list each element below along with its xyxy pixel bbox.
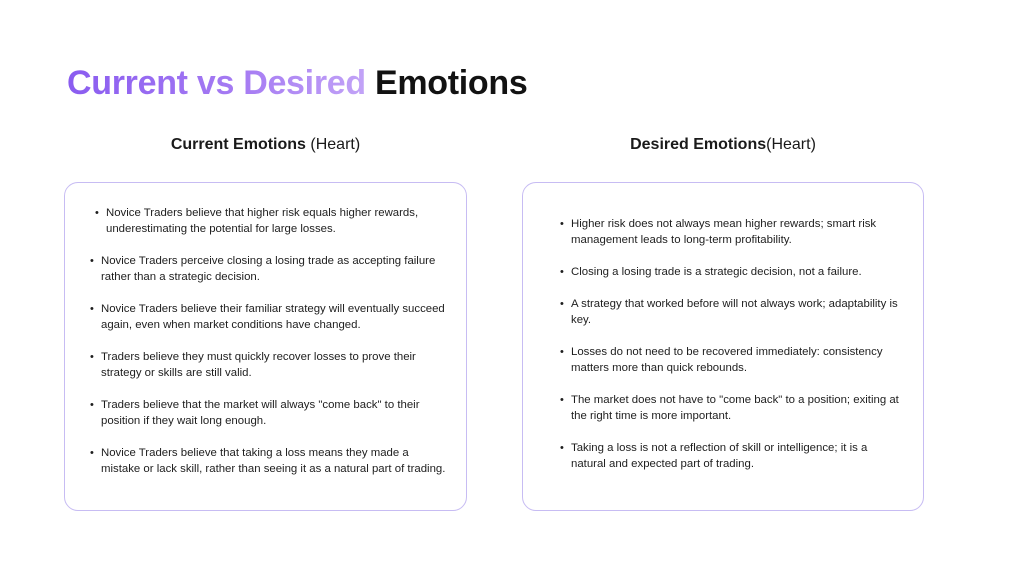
list-item: Novice Traders believe that taking a los… xyxy=(90,445,446,477)
page-title: Current vs Desired Emotions xyxy=(67,64,528,103)
list-item: A strategy that worked before will not a… xyxy=(560,296,901,328)
list-item: Taking a loss is not a reflection of ski… xyxy=(560,440,901,472)
current-emotions-list: Novice Traders believe that higher risk … xyxy=(90,205,446,493)
desired-heading-suffix: (Heart) xyxy=(766,136,816,153)
desired-heading-bold: Desired Emotions xyxy=(630,136,767,153)
current-heading-bold: Current Emotions xyxy=(170,136,306,153)
desired-emotions-list: Higher risk does not always mean higher … xyxy=(560,216,901,488)
list-item: The market does not have to "come back" … xyxy=(560,392,901,424)
list-item: Closing a losing trade is a strategic de… xyxy=(560,264,901,280)
desired-emotions-heading: Desired Emotions(Heart) xyxy=(522,136,924,154)
current-heading-suffix: (Heart) xyxy=(305,136,361,153)
title-rest: Emotions xyxy=(374,64,528,102)
list-item: Traders believe that the market will alw… xyxy=(90,397,446,429)
list-item: Novice Traders believe that higher risk … xyxy=(95,205,446,237)
current-emotions-heading: Current Emotions (Heart) xyxy=(64,136,467,154)
list-item: Novice Traders believe their familiar st… xyxy=(90,301,446,333)
list-item: Higher risk does not always mean higher … xyxy=(560,216,901,248)
list-item: Novice Traders perceive closing a losing… xyxy=(90,253,446,285)
title-accent: Current vs Desired xyxy=(67,64,366,102)
list-item: Traders believe they must quickly recove… xyxy=(90,349,446,381)
list-item: Losses do not need to be recovered immed… xyxy=(560,344,901,376)
